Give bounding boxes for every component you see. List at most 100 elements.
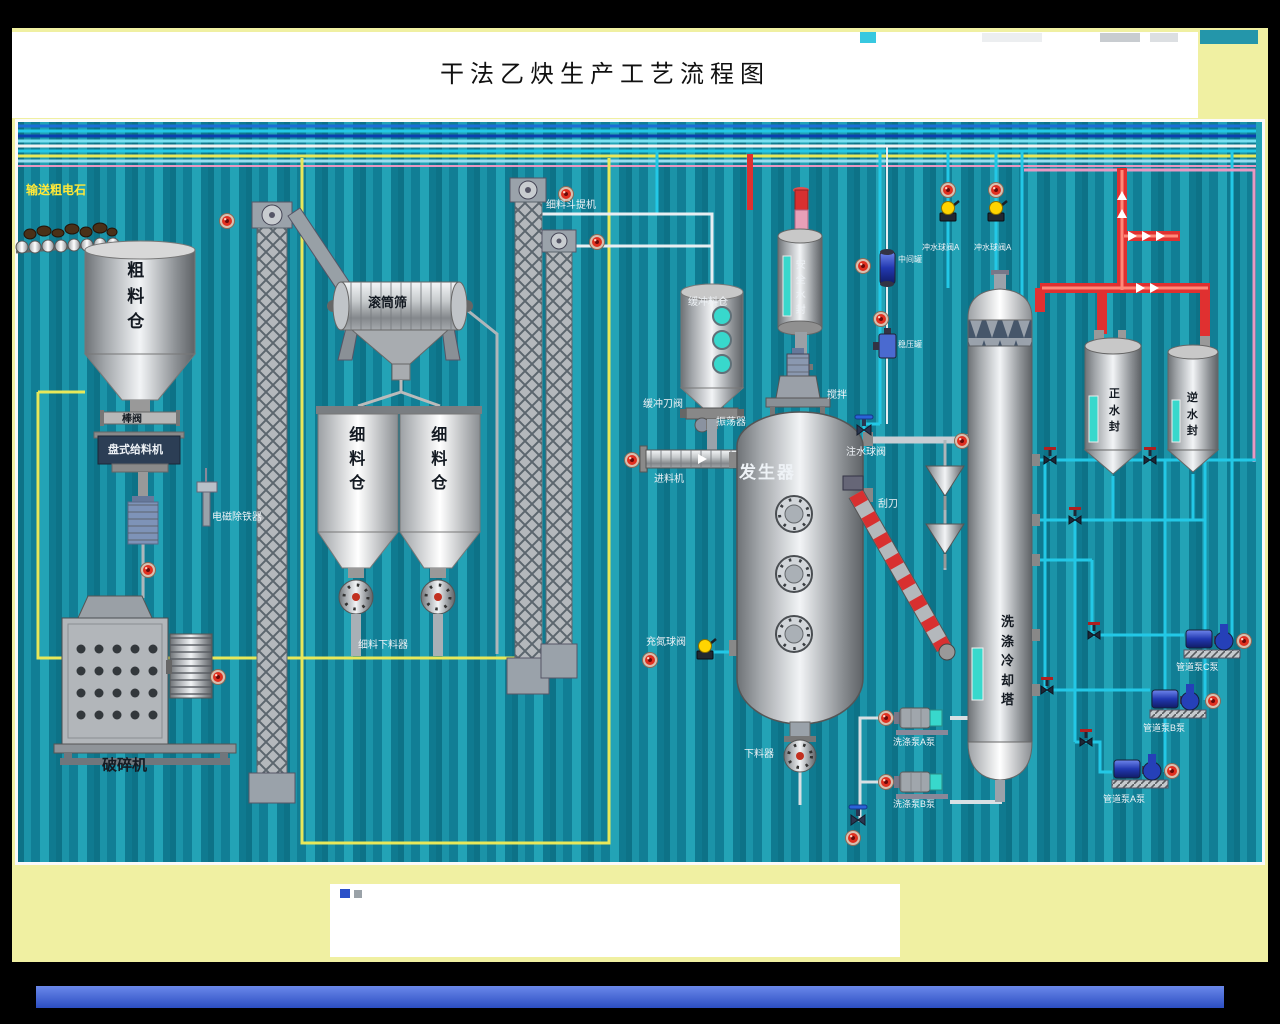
artifact-teal-chip bbox=[1200, 30, 1258, 44]
flush-ball-valve-b[interactable] bbox=[986, 199, 1009, 223]
status-lamp-flush-a bbox=[940, 182, 956, 198]
status-lamp-gas-duct bbox=[954, 433, 970, 449]
bottom-panel-mark-gray bbox=[354, 890, 362, 898]
feeder-motor-device[interactable] bbox=[127, 472, 159, 545]
crusher-device[interactable] bbox=[53, 595, 237, 765]
coarse-silo-vessel bbox=[83, 240, 197, 412]
page-title: 干法乙炔生产工艺流程图 bbox=[440, 62, 770, 88]
washing-tower-vessel bbox=[960, 270, 1040, 802]
label-conveyor: 输送粗电石 bbox=[26, 183, 87, 197]
label-pipeline-pump-a: 管道泵A泵 bbox=[1103, 794, 1146, 804]
label-nitrogen-valve: 充氮球阀 bbox=[646, 637, 686, 648]
label-water-injection-valve: 注水球阀 bbox=[846, 447, 886, 458]
pipeline-pump-c-device[interactable] bbox=[1183, 624, 1241, 659]
label-flush-valve-b: 冲水球阀A bbox=[974, 243, 1012, 252]
surge-tank-device bbox=[873, 328, 897, 359]
label-agitator: 搅拌 bbox=[827, 390, 847, 401]
artifact-gray-chip-1 bbox=[982, 33, 1042, 42]
bucket-elevator-3 bbox=[540, 229, 578, 679]
status-lamp-surge-tank bbox=[873, 311, 889, 327]
title-panel: 干法乙炔生产工艺流程图 bbox=[12, 32, 1198, 118]
status-lamp-wash-pump-a bbox=[878, 710, 894, 726]
status-lamp-pump-a bbox=[1164, 763, 1180, 779]
rod-valve-device[interactable] bbox=[100, 410, 180, 426]
label-buffer-knife-valve: 缓冲刀阀 bbox=[643, 399, 683, 410]
pipeline-pump-b-device[interactable] bbox=[1149, 684, 1207, 719]
label-middle-tank: 中间罐 bbox=[898, 255, 922, 264]
status-lamp-feeder bbox=[624, 452, 640, 468]
disc-feeder-device[interactable] bbox=[93, 431, 185, 473]
process-diagram-canvas bbox=[15, 119, 1265, 865]
status-lamp-elevator1 bbox=[219, 213, 235, 229]
pipe-distribution bbox=[141, 146, 1256, 822]
nitrogen-ball-valve[interactable] bbox=[695, 637, 718, 661]
label-reverse-water-seal: 逆水封 bbox=[1186, 392, 1198, 437]
label-flush-valve-a: 冲水球阀A bbox=[922, 243, 960, 252]
reverse-water-seal-vessel bbox=[1166, 336, 1220, 473]
generator-manhole bbox=[775, 615, 813, 653]
magnetic-separator-device[interactable] bbox=[196, 468, 218, 527]
positive-water-seal-vessel bbox=[1083, 330, 1143, 475]
slag-screw-conveyor bbox=[842, 475, 956, 661]
spray-funnels bbox=[925, 465, 965, 568]
status-lamp-drain bbox=[845, 830, 861, 846]
middle-tank-device bbox=[879, 249, 896, 287]
status-lamp-disc-feeder bbox=[140, 562, 156, 578]
label-fine-silo-right: 细料仓 bbox=[431, 427, 448, 492]
label-feed-machine: 进料机 bbox=[654, 474, 684, 485]
label-scraper: 刮刀 bbox=[878, 499, 898, 510]
status-lamp-wash-pump-b bbox=[878, 774, 894, 790]
label-wash-tower: 洗涤冷却塔 bbox=[1000, 614, 1014, 707]
wash-pump-b-device[interactable] bbox=[894, 771, 948, 799]
label-disc-feeder: 盘式给料机 bbox=[108, 444, 163, 456]
label-safety-water-seal: 安全水封 bbox=[795, 260, 806, 316]
pipe-manifold-top bbox=[18, 124, 1256, 167]
generator-vessel bbox=[729, 411, 873, 742]
artifact-cyan-chip bbox=[860, 32, 876, 43]
status-lamp-crusher bbox=[210, 669, 226, 685]
label-buffer-silo: 缓冲料仓 bbox=[688, 297, 728, 308]
generator-manhole bbox=[775, 495, 813, 533]
bottom-panel-mark-blue bbox=[340, 889, 350, 898]
label-positive-water-seal: 正水封 bbox=[1108, 388, 1120, 433]
label-fine-discharger: 细料下料器 bbox=[358, 640, 408, 651]
status-lamp-flush-b bbox=[988, 182, 1004, 198]
discharger-device[interactable] bbox=[783, 739, 817, 773]
pipe-yellow-circuit bbox=[36, 158, 611, 845]
label-oscillator: 振荡器 bbox=[716, 417, 746, 428]
flush-ball-valve-a[interactable] bbox=[938, 199, 961, 223]
screw-feeder-device[interactable] bbox=[639, 445, 739, 473]
drum-screen-device[interactable] bbox=[327, 281, 473, 408]
artifact-gray-chip-3 bbox=[1150, 33, 1178, 42]
pipe-red-acetylene bbox=[747, 154, 1210, 342]
label-pipeline-pump-b: 管道泵B泵 bbox=[1143, 723, 1186, 733]
label-generator: 发生器 bbox=[739, 463, 796, 482]
label-wash-pump-b: 洗涤泵B泵 bbox=[893, 799, 936, 809]
fine-silo-right-vessel bbox=[398, 406, 482, 578]
bottom-blue-bar bbox=[36, 986, 1224, 1008]
bottom-white-panel bbox=[330, 884, 900, 957]
wash-drain-valve[interactable] bbox=[848, 804, 868, 826]
label-pipeline-pump-c: 管道泵C泵 bbox=[1176, 662, 1219, 672]
generator-manhole bbox=[775, 555, 813, 593]
label-fine-silo-left: 细料仓 bbox=[349, 427, 366, 492]
label-coarse-silo: 粗料仓 bbox=[127, 261, 145, 331]
label-discharger: 下料器 bbox=[744, 749, 774, 760]
wash-pump-a-device[interactable] bbox=[894, 707, 948, 735]
buffer-silo-vessel bbox=[679, 283, 745, 409]
oscillator-device[interactable] bbox=[694, 417, 718, 451]
pipeline-pump-a-device[interactable] bbox=[1111, 754, 1169, 789]
status-lamp-elevator3 bbox=[589, 234, 605, 250]
status-lamp-nitrogen bbox=[642, 652, 658, 668]
label-surge-tank: 稳压罐 bbox=[898, 340, 922, 349]
status-lamp-pump-c bbox=[1236, 633, 1252, 649]
label-bucket-elevator: 细料斗提机 bbox=[546, 200, 596, 211]
label-magnetic-separator: 电磁除铁器 bbox=[212, 512, 262, 523]
label-rod-valve: 棒阀 bbox=[122, 414, 142, 425]
fine-silo-left-vessel bbox=[316, 406, 400, 578]
fine-discharger-left-device[interactable] bbox=[338, 579, 374, 656]
status-lamp-middle-tank bbox=[855, 258, 871, 274]
agitator-device[interactable] bbox=[765, 348, 831, 419]
fine-discharger-right-device[interactable] bbox=[420, 579, 456, 656]
